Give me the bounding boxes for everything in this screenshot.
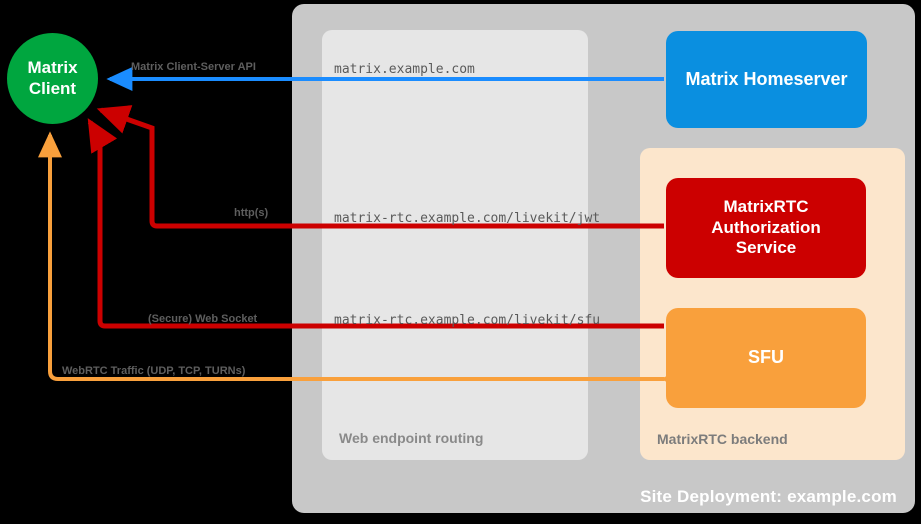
flow-label-http-s: http(s) [234, 207, 269, 219]
node-matrix-client[interactable]: Matrix Client [7, 33, 98, 124]
endpoint-label-matrix: matrix.example.com [334, 62, 475, 77]
site-deployment-label: Site Deployment: example.com [640, 487, 897, 506]
node-matrixrtc-authorization-service[interactable]: MatrixRTC Authorization Service [666, 178, 866, 278]
matrixrtc-backend-label: MatrixRTC backend [657, 431, 788, 447]
matrix-homeserver-label: Matrix Homeserver [685, 68, 848, 89]
sfu-label: SFU [748, 347, 784, 368]
flow-label-secure-web-socket: (Secure) Web Socket [148, 313, 258, 325]
authorization-service-label: MatrixRTC Authorization Service [711, 197, 821, 259]
flow-http-s [96, 105, 664, 229]
flow-label-matrix-client-server-api: Matrix Client-Server API [131, 61, 256, 73]
flow-webrtc-traffic [38, 131, 687, 391]
node-matrix-homeserver[interactable]: Matrix Homeserver [666, 31, 867, 128]
web-endpoint-routing-label: Web endpoint routing [339, 430, 484, 446]
matrix-client-label-line2: Client [28, 78, 77, 98]
flow-label-webrtc-traffic: WebRTC Traffic (UDP, TCP, TURNs) [62, 365, 246, 377]
node-sfu[interactable]: SFU [666, 308, 866, 408]
endpoint-label-livekit-sfu: matrix-rtc.example.com/livekit/sfu [334, 313, 601, 328]
authorization-service-label-line3: Service [735, 238, 797, 258]
endpoint-label-livekit-jwt: matrix-rtc.example.com/livekit/jwt [334, 211, 601, 226]
authorization-service-label-line1: MatrixRTC [723, 196, 809, 216]
matrix-client-label-line1: Matrix [27, 57, 78, 77]
authorization-service-label-line2: Authorization [711, 217, 821, 237]
